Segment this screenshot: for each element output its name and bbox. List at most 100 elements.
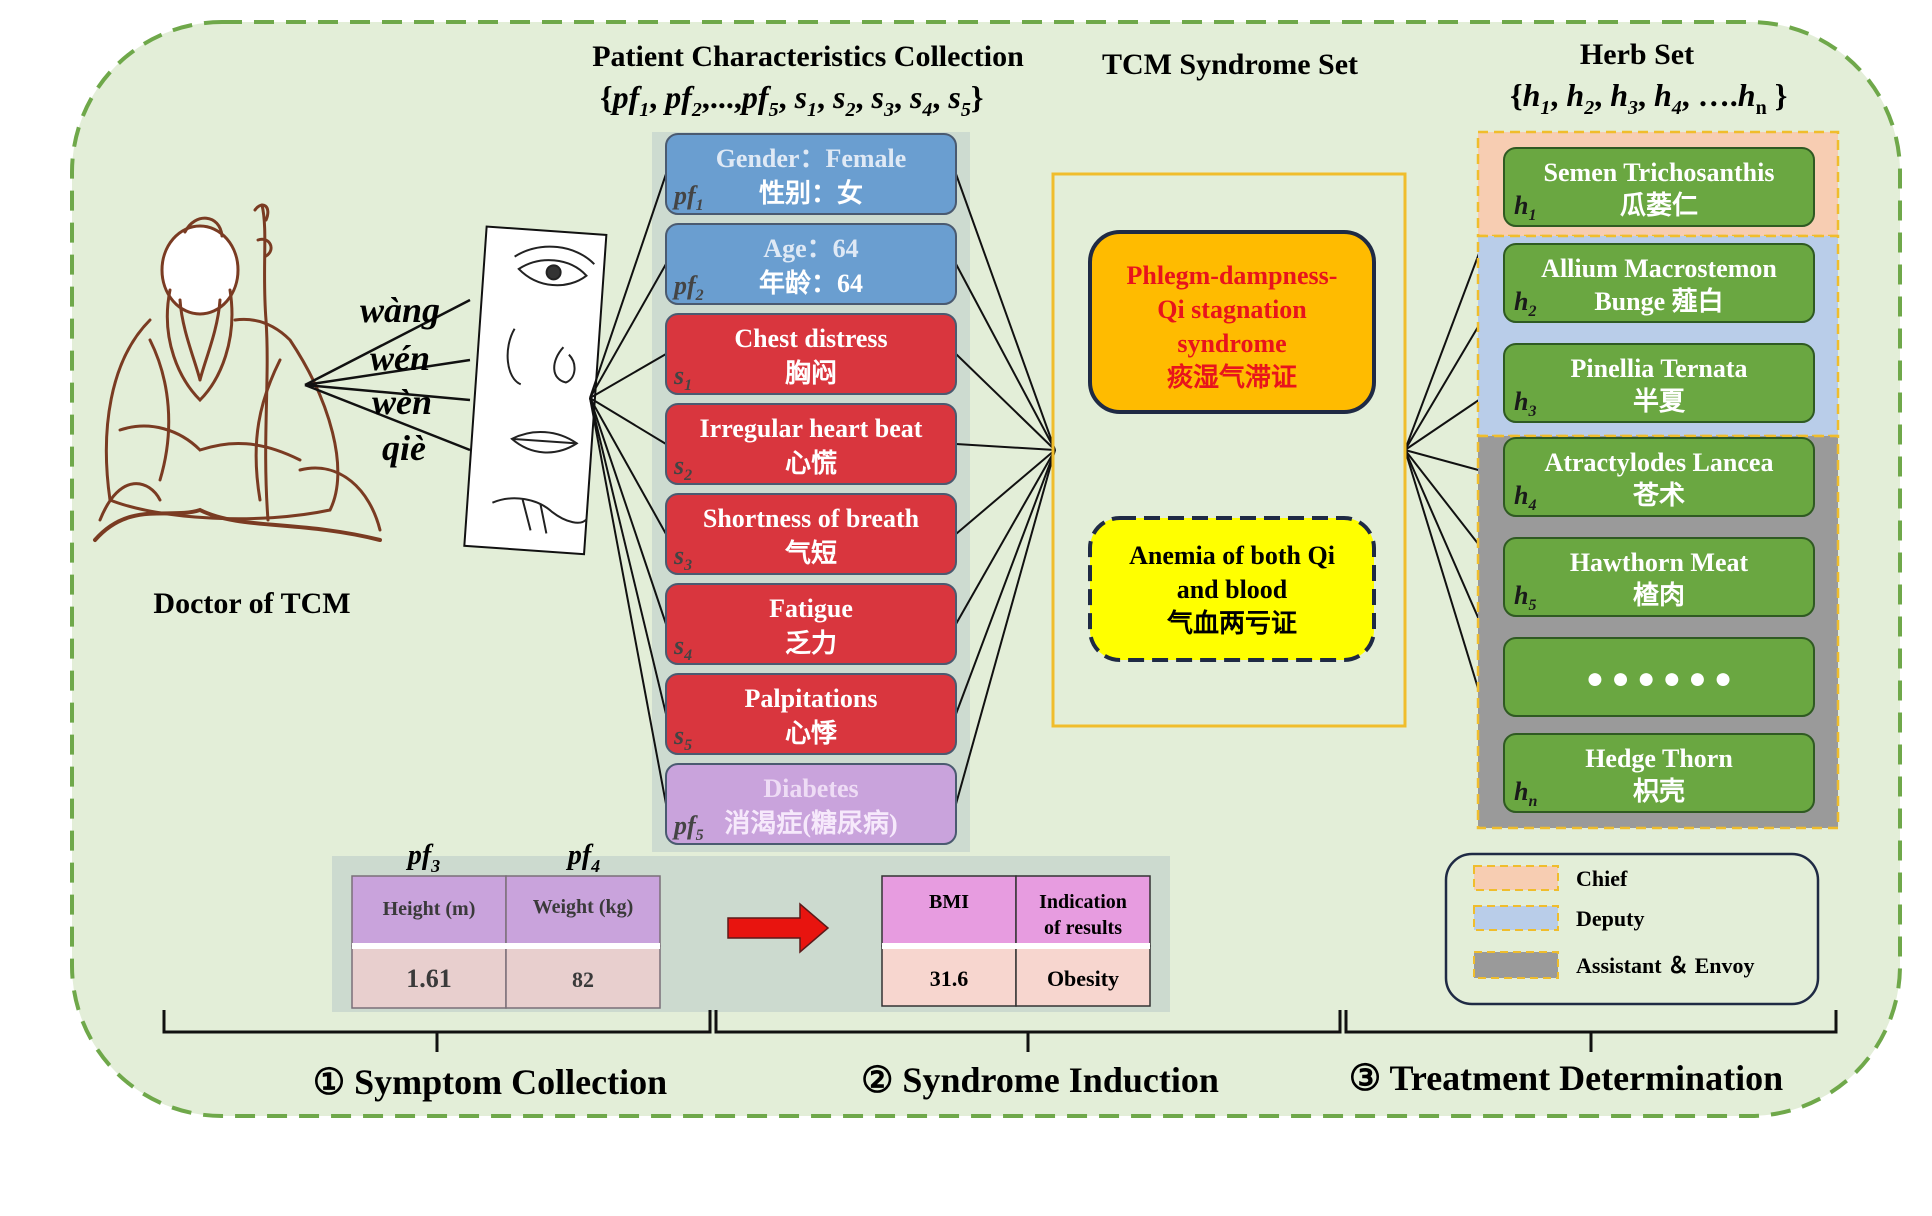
body-table-value-weight: 82 <box>572 967 594 992</box>
stage-3-label: ③ Treatment Determination <box>1349 1058 1783 1098</box>
eye-icon <box>517 259 588 287</box>
syndrome-connector-lines <box>955 173 1056 805</box>
herb-name: ● ● ● ● ● ● <box>1586 662 1732 695</box>
herb-symbol: h5 <box>1514 581 1536 614</box>
characteristic-zh: 乏力 <box>785 629 837 658</box>
herb-name: Hedge Thorn <box>1585 744 1733 773</box>
bmi-header: BMI <box>929 891 969 913</box>
characteristic-zh: 消渴症(糖尿病) <box>724 808 897 838</box>
herb-item[interactable]: Hawthorn Meat 楂肉 h5 <box>1503 537 1815 617</box>
stage-braces <box>162 1010 1838 1052</box>
characteristic-symbol: pf2 <box>672 271 704 304</box>
herb-name-zh: Bunge 薤白 <box>1594 286 1723 316</box>
svg-text:③ Treatment Determination: ③ Treatment Determination <box>1349 1058 1783 1098</box>
herb-symbol: h3 <box>1514 387 1536 420</box>
herb-name: Hawthorn Meat <box>1570 548 1749 577</box>
herb-symbol: h1 <box>1514 191 1536 224</box>
method-word-3: wèn <box>372 382 432 422</box>
bmi-table: BMI Indication of results 31.6 Obesity <box>881 875 1151 1007</box>
syndrome-primary-en-1: Phlegm-dampness- <box>1127 261 1338 290</box>
method-word-4: qiè <box>382 428 426 468</box>
herb-item[interactable]: Semen Trichosanthis 瓜蒌仁 h1 <box>1503 147 1815 227</box>
characteristic-symbol: s3 <box>673 541 692 574</box>
patient-section-title: Patient Characteristics Collection <box>592 40 1024 73</box>
syndrome-secondary-en-1: Anemia of both Qi <box>1129 541 1335 570</box>
characteristic-zh: 气短 <box>784 538 837 568</box>
herb-name: Semen Trichosanthis <box>1544 158 1775 187</box>
svg-text:{h1, h2, h3, h4, ….hn }: {h1, h2, h3, h4, ….hn } <box>1510 77 1787 119</box>
characteristic-en: Palpitations <box>745 684 878 713</box>
herb-symbol: hn <box>1514 777 1537 810</box>
legend-label-chief: Chief <box>1576 866 1628 891</box>
method-words: wàng wén wèn qiè <box>360 290 440 468</box>
herb-name-zh: 楂肉 <box>1633 581 1685 610</box>
characteristic-en: Fatigue <box>769 594 853 623</box>
syndrome-primary-en-2: Qi stagnation <box>1157 295 1307 324</box>
characteristic-zh: 胸闷 <box>785 358 837 388</box>
herb-item[interactable]: Hedge Thorn 枳壳 hn <box>1503 733 1815 813</box>
syndrome-secondary-zh: 气血两亏证 <box>1166 608 1297 638</box>
characteristic-en: Shortness of breath <box>703 504 920 533</box>
characteristic-symbol: s5 <box>673 721 692 754</box>
characteristic-item[interactable]: Shortness of breath 气短 s3 <box>665 493 957 575</box>
herb-name-zh: 瓜蒌仁 <box>1620 191 1698 220</box>
characteristic-zh: 心慌 <box>785 449 837 478</box>
patient-set-notation: {pf1, pf2,...,pf5, s1, s2, s3, s4, s5} <box>600 79 983 121</box>
syndrome-primary-zh: 痰湿气滞证 <box>1167 362 1297 392</box>
herb-symbol: h4 <box>1514 481 1536 514</box>
characteristic-en: Diabetes <box>763 774 858 803</box>
hand-pulse-icon <box>492 497 588 534</box>
right-arrow-icon <box>727 902 830 954</box>
symptom-connector-lines <box>589 173 667 805</box>
method-word-2: wén <box>370 338 430 378</box>
ear-nose-icon <box>506 328 576 386</box>
syndrome-secondary[interactable]: Anemia of both Qi and blood 气血两亏证 <box>1088 516 1376 662</box>
syndrome-secondary-en-2: and blood <box>1177 575 1288 604</box>
legend-label-assistant: Assistant ＆ Envoy <box>1576 953 1754 978</box>
characteristic-en: Age：64 <box>763 234 858 263</box>
herb-name-zh: 枳壳 <box>1633 777 1685 806</box>
characteristic-symbol: s2 <box>673 451 692 484</box>
doctor-illustration <box>93 203 382 542</box>
herb-name: Pinellia Ternata <box>1571 354 1748 383</box>
characteristic-item[interactable]: Chest distress 胸闷 s1 <box>665 313 957 395</box>
stage-2-label: ② Syndrome Induction <box>861 1060 1219 1100</box>
characteristic-en: Gender：Female <box>716 144 907 173</box>
syndrome-primary[interactable]: Phlegm-dampness- Qi stagnation syndrome … <box>1088 230 1376 414</box>
face-sketch-panel <box>463 225 608 556</box>
characteristic-symbol: s1 <box>673 361 692 394</box>
herb-set-notation: {h1, h2, h3, h4, ….hn } <box>1510 77 1787 119</box>
body-table: pf3 pf4 Height (m) Weight (kg) 1.61 82 <box>351 840 661 1009</box>
herb-symbol: h2 <box>1514 287 1536 320</box>
syndrome-section-title: TCM Syndrome Set <box>1102 48 1358 81</box>
characteristic-symbol: pf1 <box>672 181 704 214</box>
method-lines <box>304 298 471 452</box>
herb-name: Atractylodes Lancea <box>1545 448 1774 477</box>
syndrome-frame <box>1051 172 1407 728</box>
herb-role-legend: Chief Deputy Assistant ＆ Envoy <box>1444 852 1820 1006</box>
svg-text:① Symptom Collection: ① Symptom Collection <box>313 1062 667 1102</box>
herb-section-title: Herb Set <box>1580 38 1694 71</box>
characteristic-en: Irregular heart beat <box>700 414 923 443</box>
characteristic-zh: 年龄：64 <box>759 268 863 298</box>
body-table-header-height: Height (m) <box>383 898 476 920</box>
herb-item[interactable]: ● ● ● ● ● ● <box>1503 637 1815 717</box>
characteristic-item[interactable]: Gender：Female 性别：女 pf1 <box>665 133 957 215</box>
characteristic-zh: 性别：女 <box>759 178 863 208</box>
syndrome-primary-en-3: syndrome <box>1177 329 1286 358</box>
characteristic-en: Chest distress <box>734 324 887 353</box>
legend-swatch-assistant <box>1473 951 1559 979</box>
bmi-result: Obesity <box>1047 966 1119 991</box>
svg-text:{pf1, pf2,...,pf5, s1, s2, s3,: {pf1, pf2,...,pf5, s1, s2, s3, s4, s5} <box>600 79 983 121</box>
characteristic-item[interactable]: Age：64 年龄：64 pf2 <box>665 223 957 305</box>
doctor-label: Doctor of TCM <box>153 587 350 620</box>
characteristic-item[interactable]: Irregular heart beat 心慌 s2 <box>665 403 957 485</box>
